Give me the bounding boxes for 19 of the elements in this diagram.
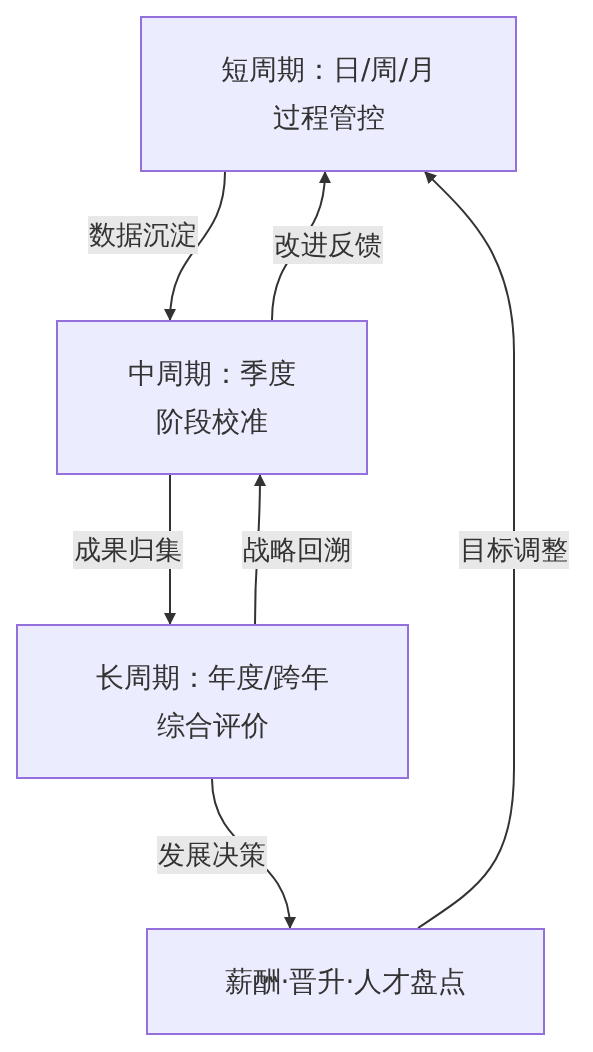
edge-label: 改进反馈 — [273, 226, 383, 264]
process-box — [140, 16, 517, 172]
box-text: 薪酬·晋升·人才盘点 — [224, 963, 467, 1000]
edge-label: 战略回溯 — [242, 531, 352, 569]
arrow — [164, 171, 226, 321]
edge-label: 数据沉淀 — [88, 216, 198, 254]
edge-label: 目标调整 — [459, 531, 569, 569]
box-text: 中周期：季度 — [128, 355, 296, 392]
box-text: 阶段校准 — [156, 403, 268, 440]
edge-label: 成果归集 — [73, 531, 183, 569]
box-text: 综合评价 — [156, 707, 269, 744]
process-box — [56, 320, 368, 475]
arrow — [417, 171, 515, 929]
box-text: 短周期：日/周/月 — [221, 52, 436, 88]
edge-label: 发展决策 — [157, 836, 267, 874]
box-text: 过程管控 — [272, 100, 385, 136]
process-box — [146, 928, 545, 1035]
box-text: 长周期：年度/跨年 — [95, 659, 330, 696]
process-box — [16, 624, 409, 779]
